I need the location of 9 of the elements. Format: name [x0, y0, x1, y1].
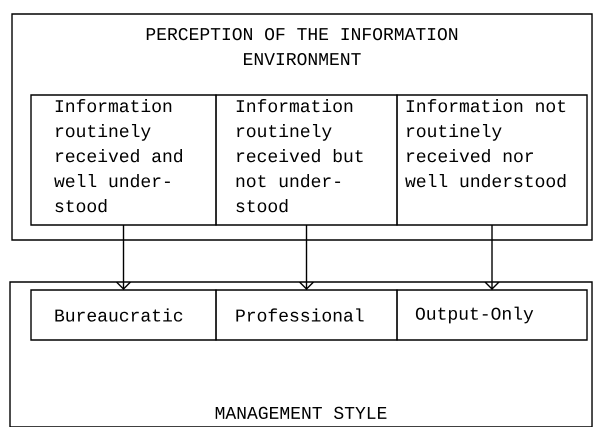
arrow	[484, 225, 500, 290]
information-box: Information routinely received and well under- stood	[30, 94, 217, 226]
information-box: Information not routinely received nor well understood	[396, 94, 588, 226]
arrow	[299, 225, 314, 290]
information-box: Information routinely received but not under- stood	[215, 94, 398, 226]
style-box: Bureaucratic	[30, 289, 217, 341]
arrow	[116, 225, 131, 290]
style-box: Output-Only	[396, 289, 588, 341]
style-box: Professional	[215, 289, 398, 341]
